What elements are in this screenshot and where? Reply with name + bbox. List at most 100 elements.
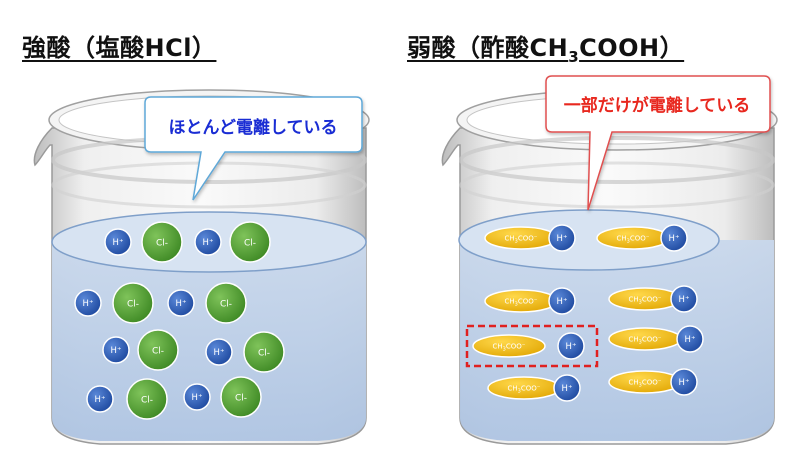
ions-left: H⁺ H⁺ H⁺ H⁺ H⁺ H⁺ H⁺ H⁺ Cl- Cl- Cl- Cl- Cl- Cl- Cl- Cl- [74,221,285,420]
h-ion-label: H⁺ [83,299,94,309]
h-ion-label: H⁺ [679,295,690,305]
h-ion: H⁺ [74,289,102,317]
h-ion-circle [557,332,585,360]
h-ion-circle [194,228,222,256]
acetate-ion: CH3COO⁻ [472,334,546,358]
cl-ion-circle [220,376,262,418]
h-ion-label: H⁺ [95,395,106,405]
title-weak-acid-suffix: COOH） [579,34,685,62]
h-ion: H⁺ [102,336,130,364]
cl-ion-label: Cl- [220,300,232,310]
h-ion: H⁺ [660,224,688,252]
h-ion-label: H⁺ [669,234,680,244]
h-ion-label: H⁺ [176,299,187,309]
acetate-ion: CH3COO⁻ [608,370,682,394]
h-ion-circle [183,383,211,411]
acetate-ion: CH3COO⁻ [484,226,558,250]
cl-ion: Cl- [112,282,154,324]
cl-ion-label: Cl- [152,347,164,357]
cl-ion-label: Cl- [235,394,247,404]
acetate-ion-label: CH3COO⁻ [508,385,541,395]
acetate-ion-label: CH3COO⁻ [505,298,538,308]
h-ion-label: H⁺ [685,335,696,345]
cl-ion-circle [126,378,168,420]
acetate-ion: CH3COO⁻ [487,376,561,400]
h-ion: H⁺ [670,368,698,396]
cl-ion-circle [205,282,247,324]
h-ion-label: H⁺ [113,238,124,248]
h-ion-label: H⁺ [557,297,568,307]
h-ion-circle [670,368,698,396]
acetate-ion-label: CH3COO⁻ [629,296,662,306]
acetate-ion-label: CH3COO⁻ [629,336,662,346]
acetate-ion-label: CH3COO⁻ [629,379,662,389]
h-ion-label: H⁺ [214,348,225,358]
callout-left [144,96,363,201]
h-ion: H⁺ [167,289,195,317]
acetate-ion: CH3COO⁻ [596,226,670,250]
h-ion-circle [548,287,576,315]
h-ion-label: H⁺ [111,346,122,356]
title-strong-acid: 強酸（塩酸HCl） [22,34,217,62]
h-ion-circle [205,338,233,366]
cl-ion-circle [229,221,271,263]
title-weak-acid-prefix: 弱酸（酢酸CH [407,34,569,62]
acetate-ion: CH3COO⁻ [608,287,682,311]
callout-right-text: 一部だけが電離している [564,95,751,116]
acetate-ion-label: CH3COO⁻ [505,235,538,245]
cl-ion: Cl- [229,221,271,263]
h-ion: H⁺ [86,385,114,413]
cl-ion-label: Cl- [141,396,153,406]
h-ion-label: H⁺ [562,384,573,394]
cl-ion: Cl- [137,329,179,371]
cl-ion: Cl- [243,331,285,373]
acetate-ion: CH3COO⁻ [484,289,558,313]
h-ion: H⁺ [553,374,581,402]
cl-ion-circle [243,331,285,373]
h-ion-circle [102,336,130,364]
acetate-ion-ellipse [472,334,546,358]
callout-right [545,75,771,211]
acetate-ion: CH3COO⁻ [608,327,682,351]
h-ion-circle [676,325,704,353]
h-ion-label: H⁺ [557,234,568,244]
h-ion-circle [660,224,688,252]
cl-ion-circle [112,282,154,324]
cl-ion-label: Cl- [156,239,168,249]
h-ion: H⁺ [183,383,211,411]
cl-ion-circle [141,221,183,263]
cl-ion-label: Cl- [258,349,270,359]
h-ion: H⁺ [205,338,233,366]
h-ion: H⁺ [670,285,698,313]
h-ion-circle [86,385,114,413]
cl-ion-label: Cl- [244,239,256,249]
cl-ion: Cl- [141,221,183,263]
callout-left-text: ほとんど電離している [169,117,338,138]
cl-ion: Cl- [205,282,247,324]
h-ion-circle [548,224,576,252]
ions-right: CH3COO⁻ H⁺ CH3COO⁻ H⁺ CH3COO⁻ H⁺ CH3COO⁻ H⁺ CH3C… [472,224,704,402]
h-ion-circle [167,289,195,317]
h-ion-label: H⁺ [566,342,577,352]
h-ion-label: H⁺ [203,238,214,248]
h-ion-label: H⁺ [192,393,203,403]
cl-ion-label: Cl- [127,300,139,310]
h-ion: H⁺ [194,228,222,256]
h-ion: H⁺ [104,228,132,256]
acetate-ion-label: CH3COO⁻ [493,343,526,353]
highlight-ionized-pair [465,324,599,368]
h-ion: H⁺ [548,287,576,315]
cl-ion-circle [137,329,179,371]
h-ion-circle [670,285,698,313]
h-ion-circle [553,374,581,402]
h-ion-label: H⁺ [679,378,690,388]
h-ion: H⁺ [676,325,704,353]
h-ion-circle [74,289,102,317]
cl-ion: Cl- [126,378,168,420]
title-weak-acid-subscript: 3 [568,47,580,66]
acetate-ion-label: CH3COO⁻ [617,235,650,245]
title-weak-acid: 弱酸（酢酸CH3COOH） [407,28,684,66]
h-ion-circle [104,228,132,256]
cl-ion: Cl- [220,376,262,418]
